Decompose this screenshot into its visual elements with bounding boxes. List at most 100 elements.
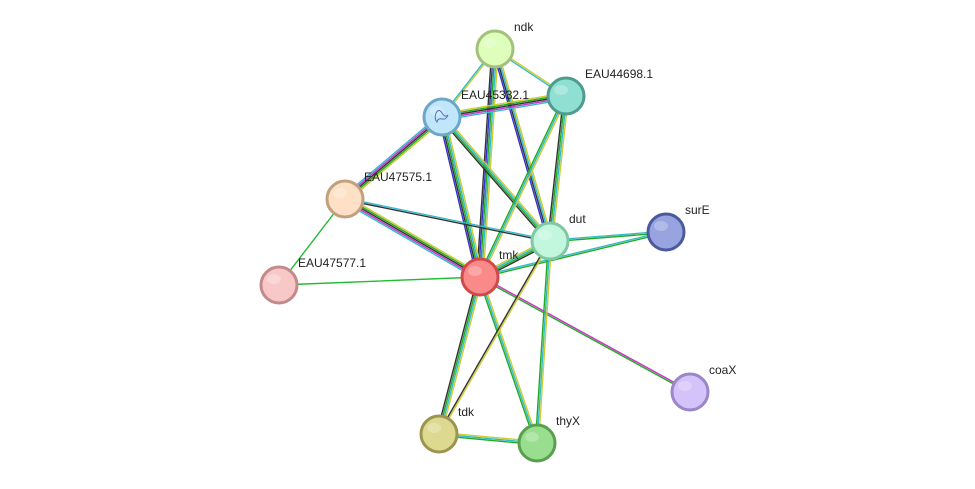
edge-EAU44698.1-tmk[interactable] [477,94,569,279]
edge-evidence-line [480,48,498,278]
node-highlight [654,221,668,231]
node-circle[interactable] [530,221,570,261]
edge-evidence-line [439,117,549,244]
node-tdk[interactable]: tdk [419,405,475,454]
edge-evidence-line [440,276,484,436]
node-label: EAU47575.1 [364,170,432,184]
edge-evidence-line [344,116,443,200]
edge-tmk-thyX[interactable] [477,275,540,445]
edge-evidence-line [479,48,496,278]
node-circle[interactable] [546,76,586,116]
edge-tmk-tdk[interactable] [435,275,484,436]
node-label: EAU45332.1 [461,88,529,102]
edge-tmk-coaX[interactable] [478,275,692,394]
node-circle[interactable] [517,423,557,463]
edge-evidence-line [441,95,567,118]
edge-evidence-line [482,48,499,278]
edge-evidence-line [534,240,550,444]
edge-EAU47577.1-tmk[interactable] [278,276,481,286]
edge-evidence-line [442,115,483,278]
edge-evidence-line [440,116,551,243]
edge-EAU47575.1-tmk[interactable] [342,195,483,281]
edge-EAU45332.1-dut[interactable] [439,114,553,244]
node-circle[interactable] [419,414,459,454]
node-EAU44698.1[interactable]: EAU44698.1 [546,67,653,116]
edge-evidence-line [441,93,567,117]
edge-evidence-line [345,117,444,201]
network-nodes: ndkEAU44698.1EAU45332.1EAU47575.1EAU4757… [259,20,736,463]
node-thyX[interactable]: thyX [517,414,580,463]
edge-evidence-line [441,96,567,120]
node-highlight [525,432,539,442]
edge-evidence-line [278,276,481,286]
edge-evidence-line [344,198,481,278]
node-coaX[interactable]: coaX [670,363,736,412]
edge-EAU45332.1-EAU44698.1[interactable] [440,92,568,121]
edge-evidence-line [343,115,442,199]
edge-evidence-line [346,118,445,203]
edge-EAU47575.1-dut[interactable] [344,197,551,243]
node-label: EAU44698.1 [585,67,653,81]
node-highlight [678,381,692,391]
node-highlight [468,266,482,276]
edge-EAU45332.1-tmk[interactable] [438,115,484,279]
edge-evidence-line [441,98,568,121]
edge-evidence-line [439,276,482,435]
edge-evidence-line [441,116,481,278]
node-EAU47575.1[interactable]: EAU47575.1 [325,170,432,219]
edge-evidence-line [344,199,551,243]
edge-ndk-dut[interactable] [491,47,554,243]
edge-evidence-line [479,230,667,277]
node-circle[interactable] [259,265,299,305]
node-label: thyX [556,414,580,428]
node-surE[interactable]: surE [646,203,710,252]
edge-evidence-line [546,95,565,242]
node-circle[interactable] [325,179,365,219]
edge-evidence-line [550,95,568,242]
edge-evidence-line [496,47,554,242]
edge-evidence-line [548,95,566,242]
node-circle[interactable] [422,97,462,137]
node-circle[interactable] [475,29,515,69]
edge-evidence-line [479,95,567,278]
node-tmk[interactable]: tmk [460,248,519,297]
node-highlight [427,423,441,433]
node-dut[interactable]: dut [530,212,586,261]
node-label: ndk [514,20,534,34]
node-circle[interactable] [460,257,500,297]
node-EAU47577.1[interactable]: EAU47577.1 [259,256,366,305]
edge-evidence-line [444,115,484,277]
edge-dut-tdk[interactable] [437,239,552,436]
network-edges [278,47,692,446]
edge-evidence-line [479,275,692,392]
node-label: dut [569,212,586,226]
edge-tmk-surE[interactable] [479,230,667,279]
edge-evidence-line [477,94,566,278]
edge-EAU44698.1-dut[interactable] [546,95,570,242]
node-highlight [538,230,552,240]
edge-evidence-line [443,114,553,241]
edge-dut-thyX[interactable] [534,240,553,444]
node-circle[interactable] [646,212,686,252]
edge-evidence-line [438,117,478,279]
edge-evidence-line [536,240,551,444]
edge-EAU45332.1-EAU47575.1[interactable] [342,113,445,203]
edge-evidence-line [343,199,480,280]
edge-evidence-line [440,92,567,115]
edge-evidence-line [437,239,551,435]
node-label: tdk [458,405,475,419]
node-label: coaX [709,363,736,377]
node-circle[interactable] [670,372,710,412]
node-EAU45332.1[interactable]: EAU45332.1 [422,88,529,137]
edge-evidence-line [477,276,537,445]
node-ndk[interactable]: ndk [475,20,534,69]
edge-evidence-line [478,277,691,394]
protein-structure-icon [434,110,449,123]
node-highlight [267,274,281,284]
edge-evidence-line [479,232,667,279]
node-label: surE [685,203,710,217]
edge-evidence-line [479,276,538,444]
edge-evidence-line [435,275,479,435]
edge-evidence-line [342,201,480,281]
